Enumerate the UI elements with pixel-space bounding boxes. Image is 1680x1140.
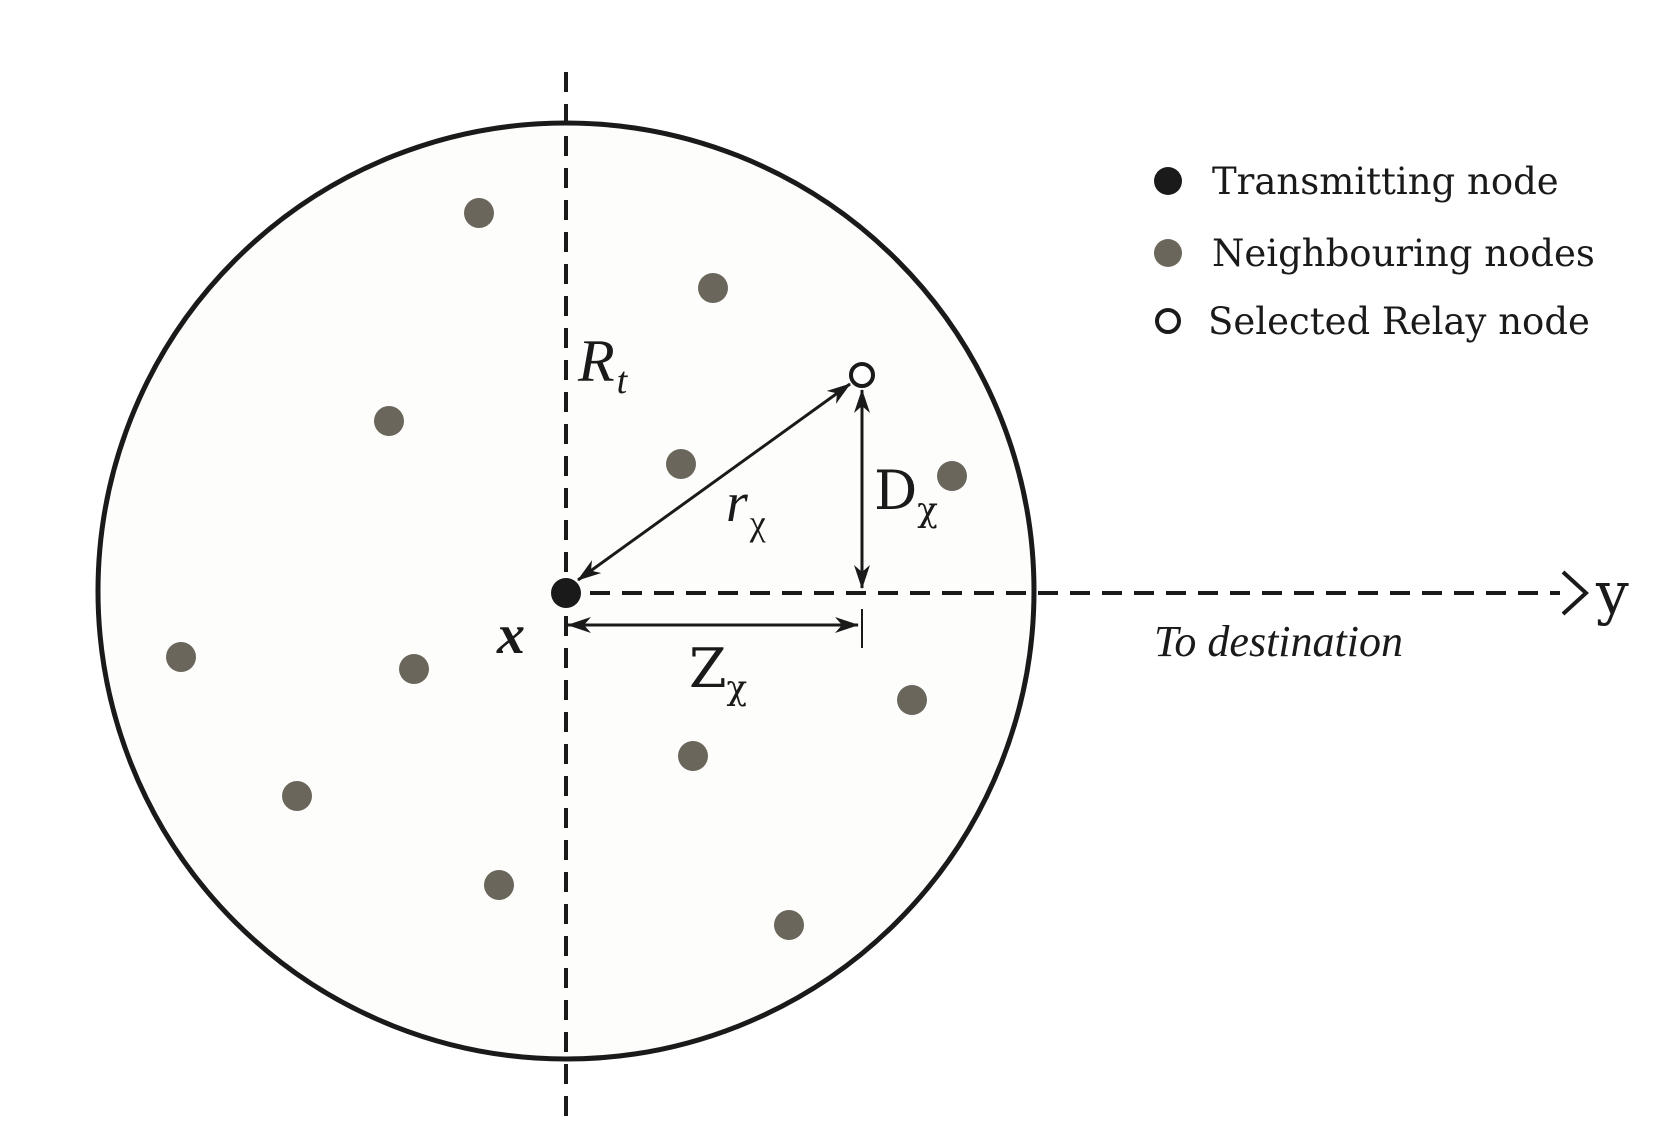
neighbour-node xyxy=(282,781,312,811)
z-chi-label: Zχ xyxy=(689,637,747,708)
neighbour-node xyxy=(897,685,927,715)
neighbour-node xyxy=(166,642,196,672)
r-chi-label: rχ xyxy=(726,472,766,543)
neighbour-node xyxy=(774,910,804,940)
neighbour-node xyxy=(678,741,708,771)
neighbour-node xyxy=(666,449,696,479)
transmitting-node xyxy=(551,578,581,608)
r-chi-distance-arrow xyxy=(577,382,851,582)
legend-neighbouring-label: Neighbouring nodes xyxy=(1212,232,1595,275)
selected-relay-node xyxy=(849,362,875,388)
legend: Transmitting node Neighbouring nodes Sel… xyxy=(1154,160,1595,343)
legend-neighbouring-icon xyxy=(1154,239,1182,267)
d-chi-label-subscript: χ xyxy=(917,490,938,530)
neighbour-node xyxy=(374,406,404,436)
neighbour-node xyxy=(484,870,514,900)
neighbour-node xyxy=(937,461,967,491)
neighbour-node xyxy=(399,654,429,684)
neighbour-node xyxy=(698,273,728,303)
y-axis-arrowhead xyxy=(1561,570,1589,616)
radius-label-subscript: t xyxy=(617,360,629,402)
neighbour-node xyxy=(464,198,494,228)
legend-transmitting-icon xyxy=(1154,167,1182,195)
z-chi-label-subscript: χ xyxy=(727,668,748,708)
y-axis-label: y xyxy=(1595,559,1629,627)
radius-label: Rt xyxy=(577,328,629,402)
x-axis-label: x xyxy=(496,604,525,666)
legend-transmitting-label: Transmitting node xyxy=(1212,160,1559,203)
direction-label: To destination xyxy=(1154,617,1403,666)
d-chi-label: Dχ xyxy=(874,459,938,530)
legend-relay-label: Selected Relay node xyxy=(1208,300,1590,343)
legend-relay-icon xyxy=(1155,308,1181,334)
r-chi-label-subscript: χ xyxy=(749,503,766,543)
